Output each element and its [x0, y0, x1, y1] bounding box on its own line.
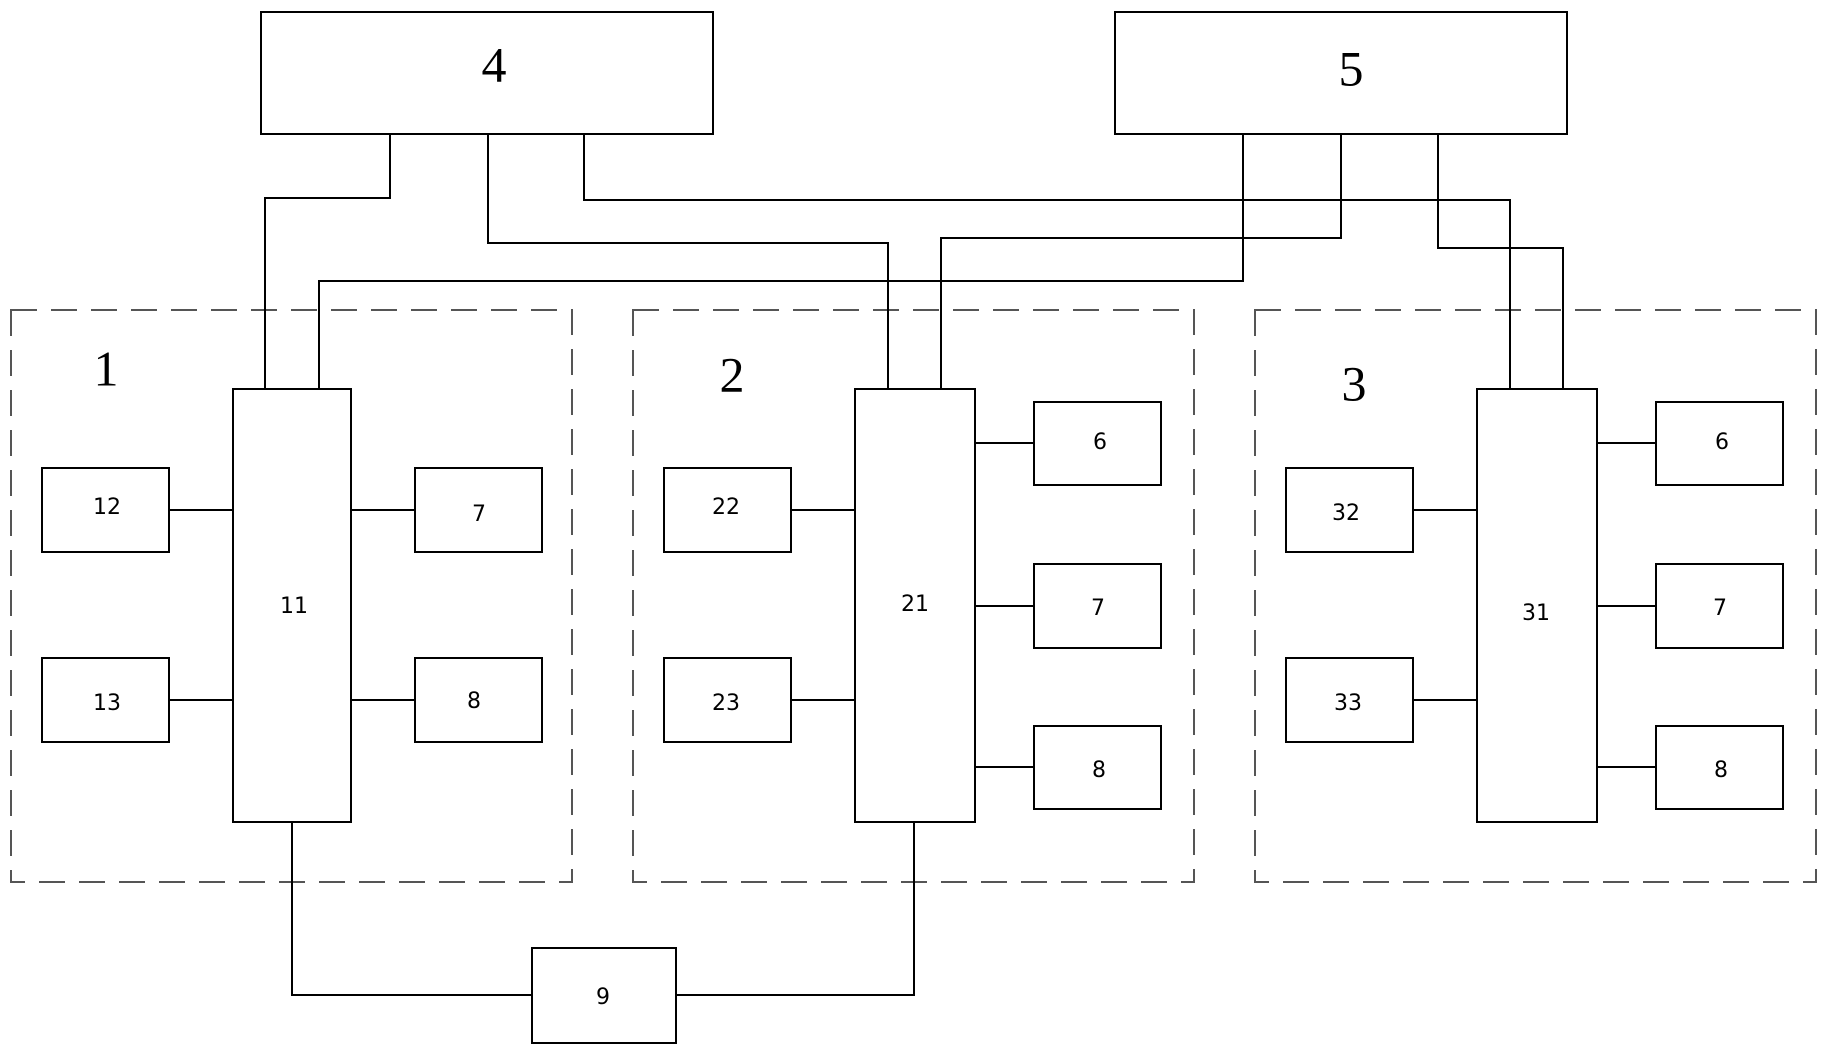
group-1-label: 1: [94, 340, 119, 396]
node-23: 23: [663, 657, 792, 743]
node-7-group-3: 7: [1655, 563, 1784, 649]
node-9: 9: [531, 947, 677, 1044]
node-8-group-2: 8: [1033, 725, 1162, 810]
node-6-group-3-label: 6: [1715, 430, 1729, 455]
node-33-label: 33: [1334, 691, 1362, 716]
node-31-label: 31: [1522, 601, 1550, 626]
node-12: 12: [41, 467, 170, 553]
node-6-group-2: 6: [1033, 401, 1162, 486]
node-7-group-1-label: 7: [472, 502, 486, 527]
group-2-label: 2: [720, 346, 745, 402]
node-7-group-1: 7: [414, 467, 543, 553]
node-4: 4: [260, 11, 714, 135]
node-9-label: 9: [596, 985, 610, 1010]
node-13-label: 13: [93, 691, 121, 716]
node-32-label: 32: [1332, 501, 1360, 526]
group-3-frame: [1254, 309, 1817, 883]
node-21: 21: [854, 388, 976, 823]
node-13: 13: [41, 657, 170, 743]
node-5-label: 5: [1339, 40, 1364, 96]
node-31: 31: [1476, 388, 1598, 823]
node-6-group-3: 6: [1655, 401, 1784, 486]
node-11: 11: [232, 388, 352, 823]
node-7-group-3-label: 7: [1713, 596, 1727, 621]
node-22: 22: [663, 467, 792, 553]
node-21-label: 21: [901, 592, 929, 617]
node-6-group-2-label: 6: [1093, 430, 1107, 455]
node-8-group-2-label: 8: [1092, 758, 1106, 783]
node-11-label: 11: [280, 594, 308, 619]
node-12-label: 12: [93, 495, 121, 520]
node-8-group-3-label: 8: [1714, 758, 1728, 783]
node-7-group-2-label: 7: [1091, 596, 1105, 621]
node-22-label: 22: [712, 495, 740, 520]
node-32: 32: [1285, 467, 1414, 553]
node-4-label: 4: [482, 36, 507, 92]
node-23-label: 23: [712, 691, 740, 716]
node-8-group-1: 8: [414, 657, 543, 743]
node-5: 5: [1114, 11, 1568, 135]
node-8-group-1-label: 8: [467, 689, 481, 714]
node-33: 33: [1285, 657, 1414, 743]
node-7-group-2: 7: [1033, 563, 1162, 649]
connection-lines: [169, 134, 1656, 996]
group-3-label: 3: [1342, 355, 1367, 411]
node-8-group-3: 8: [1655, 725, 1784, 810]
